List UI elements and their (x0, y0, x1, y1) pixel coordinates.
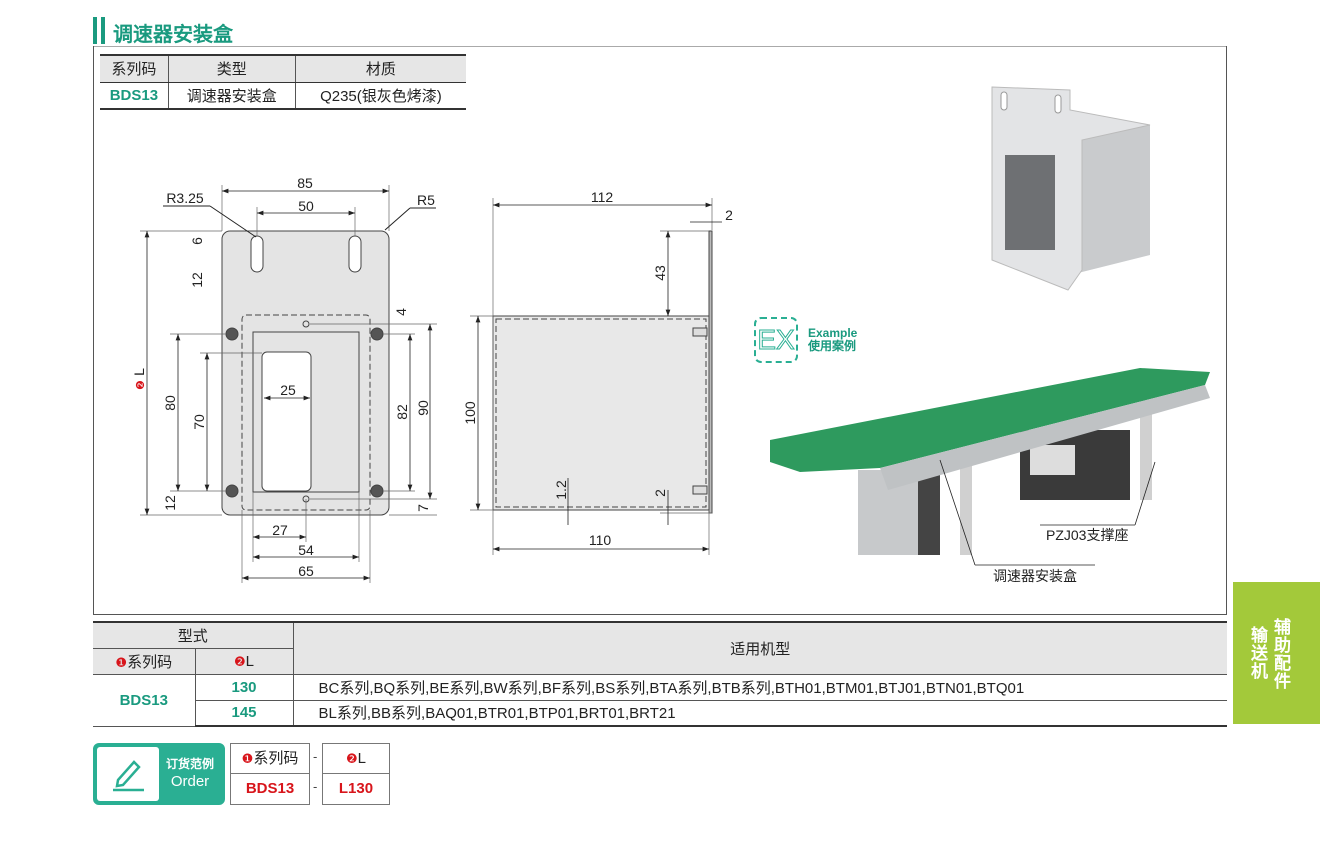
dim-90: 90 (415, 400, 431, 416)
header-code-label: 系列码 (127, 653, 173, 671)
order-code-header: 系列码 (253, 750, 299, 767)
badge-2: ❷ (135, 380, 147, 390)
product-photo (991, 86, 1151, 291)
order-l-value: L130 (338, 780, 374, 797)
header-type: 型式 (93, 621, 294, 649)
side-view (470, 198, 722, 555)
dim-54: 54 (298, 542, 314, 558)
dim-27: 27 (272, 522, 288, 538)
example-en: Example (808, 326, 858, 340)
front-view (140, 185, 437, 583)
badge-1: ❶ (241, 751, 254, 766)
order-l-header: L (357, 750, 366, 767)
dim-85: 85 (297, 175, 313, 191)
dim-65: 65 (298, 563, 314, 579)
callout-support: PZJ03支撑座 (1046, 527, 1128, 543)
category-tab[interactable]: 辅助配件 输送机 (1233, 582, 1320, 724)
dim-25: 25 (280, 382, 296, 398)
tab-line-1: 辅助配件 (1271, 618, 1290, 690)
models-cell: BL系列,BB系列,BAQ01,BTR01,BTP01,BRT01,BRT21 (292, 699, 1227, 727)
series-code: BDS13 (100, 82, 169, 110)
drawing-frame (93, 46, 1227, 615)
dim-112: 112 (591, 189, 614, 205)
dim-70: 70 (191, 414, 207, 430)
separator: - (313, 779, 318, 794)
example-cn: 使用案例 (808, 339, 857, 353)
code-cell: BDS13 (93, 673, 196, 727)
badge-2: ❷ (346, 751, 358, 766)
order-en: Order (170, 773, 210, 790)
badge-2: ❷ (234, 653, 246, 669)
dim-43: 43 (652, 265, 668, 281)
header-cell: 系列码 (100, 54, 169, 83)
l-cell: 145 (195, 699, 294, 727)
dim-4: 4 (393, 308, 409, 316)
header-code: ❶系列码 (93, 647, 196, 675)
header-cell: 类型 (167, 54, 296, 83)
type-cell: 调速器安装盒 (167, 82, 296, 110)
conveyor-photo (770, 368, 1210, 555)
dim-6: 6 (189, 237, 205, 245)
page-title: 调速器安装盒 (113, 24, 233, 46)
title-accent-bar (93, 17, 105, 44)
separator: - (313, 749, 318, 764)
dim-110: 110 (589, 532, 612, 548)
dim-2-top: 2 (725, 207, 733, 223)
header-applicable: 适用机型 (292, 621, 1227, 675)
divider (93, 46, 1227, 47)
order-code-box: ❶系列码 BDS13 (230, 743, 310, 805)
order-cn: 订货范例 (165, 757, 214, 771)
header-l: ❷L (194, 647, 293, 675)
dim-12: 12 (189, 272, 205, 288)
callout-speed-box: 调速器安装盒 (993, 568, 1077, 584)
pencil-icon (97, 747, 159, 801)
order-code-value: BDS13 (245, 780, 295, 797)
dim-100: 100 (462, 401, 478, 425)
order-example-badge: 订货范例 Order (93, 743, 225, 805)
dim-r5: R5 (417, 192, 435, 208)
badge-1: ❶ (115, 654, 128, 670)
dim-80: 80 (162, 395, 178, 411)
dim-82: 82 (394, 404, 410, 420)
models-cell: BC系列,BQ系列,BE系列,BW系列,BF系列,BS系列,BTA系列,BTB系… (292, 673, 1227, 701)
order-l-box: ❷L L130 (322, 743, 390, 805)
dim-1-2: 1.2 (553, 480, 569, 500)
dim-50: 50 (298, 198, 314, 214)
header-l-label: L (245, 652, 254, 670)
header-cell: 材质 (294, 54, 466, 83)
dim-l: L (131, 368, 147, 376)
example-badge: EX (754, 317, 798, 363)
material-cell: Q235(银灰色烤漆) (294, 82, 466, 110)
dim-2-bottom: 2 (652, 489, 668, 497)
l-cell: 130 (194, 673, 294, 701)
dim-r325: R3.25 (166, 190, 204, 206)
dim-12b: 12 (162, 495, 178, 511)
dim-7: 7 (415, 504, 431, 512)
tab-line-2: 输送机 (1248, 626, 1267, 680)
